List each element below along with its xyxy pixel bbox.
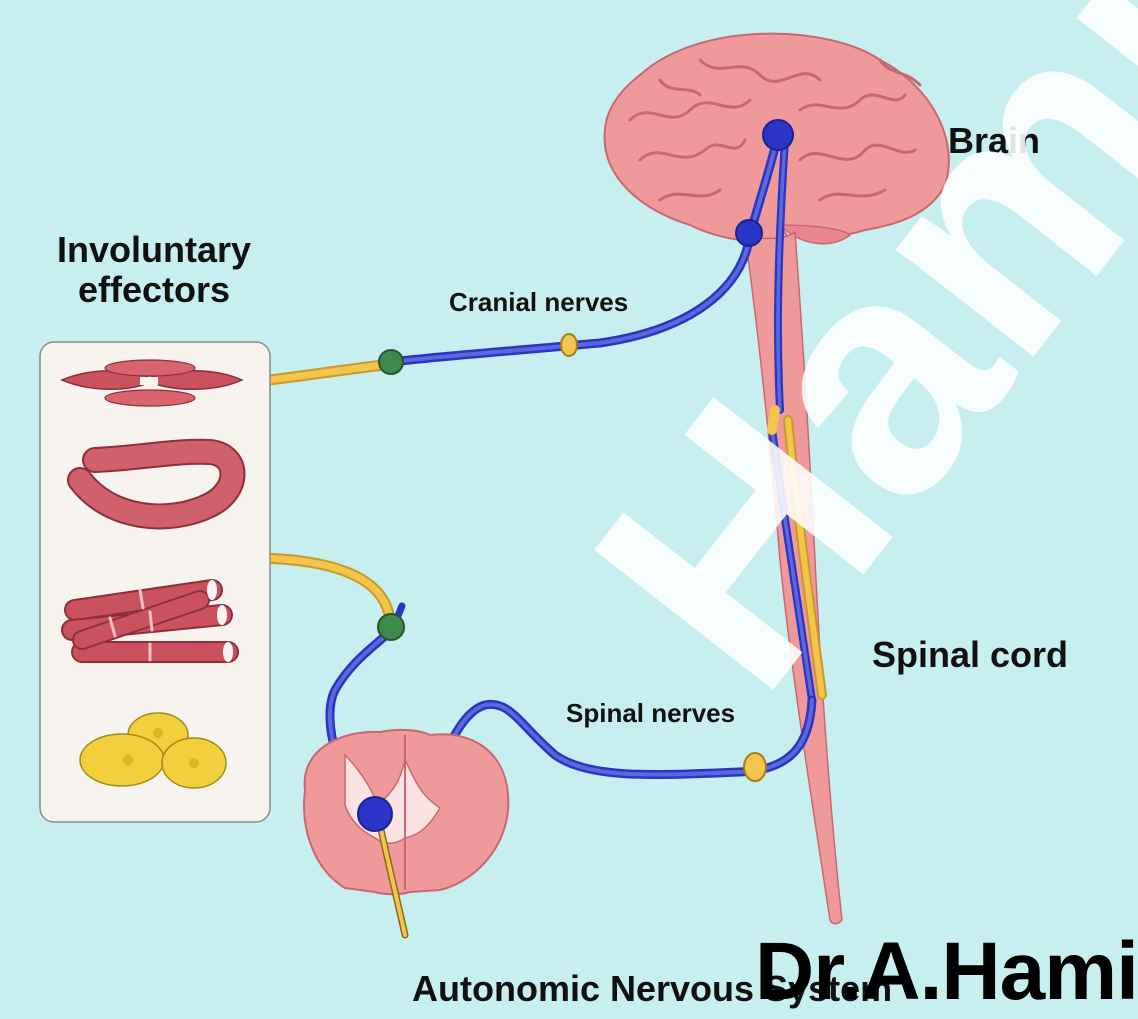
cranial-nerve-bundle-icon [561, 334, 577, 356]
author-signature: Dr.A.Hamid [755, 925, 1138, 1019]
spinal-nerves-label: Spinal nerves [566, 698, 735, 729]
cranial-ganglion-icon [379, 350, 403, 374]
spinal-ganglion-icon [378, 614, 404, 640]
brainstem-neuron-soma-icon [736, 220, 762, 246]
spinal-neuron-soma-icon [358, 797, 392, 831]
cranial-nerves-label: Cranial nerves [449, 287, 628, 318]
involuntary-effectors-label: Involuntary effectors [28, 230, 280, 310]
involuntary-effectors-label-line-1: Involuntary [28, 230, 280, 270]
brain-label: Brain [948, 120, 1040, 162]
spinal-nerve-bundle-icon [744, 753, 766, 781]
spinal-cord-label: Spinal cord [872, 634, 1068, 676]
brain-neuron-soma-icon [763, 120, 793, 150]
involuntary-effectors-label-line-2: effectors [28, 270, 280, 310]
spinal-cord-cross-section-icon [304, 730, 508, 894]
